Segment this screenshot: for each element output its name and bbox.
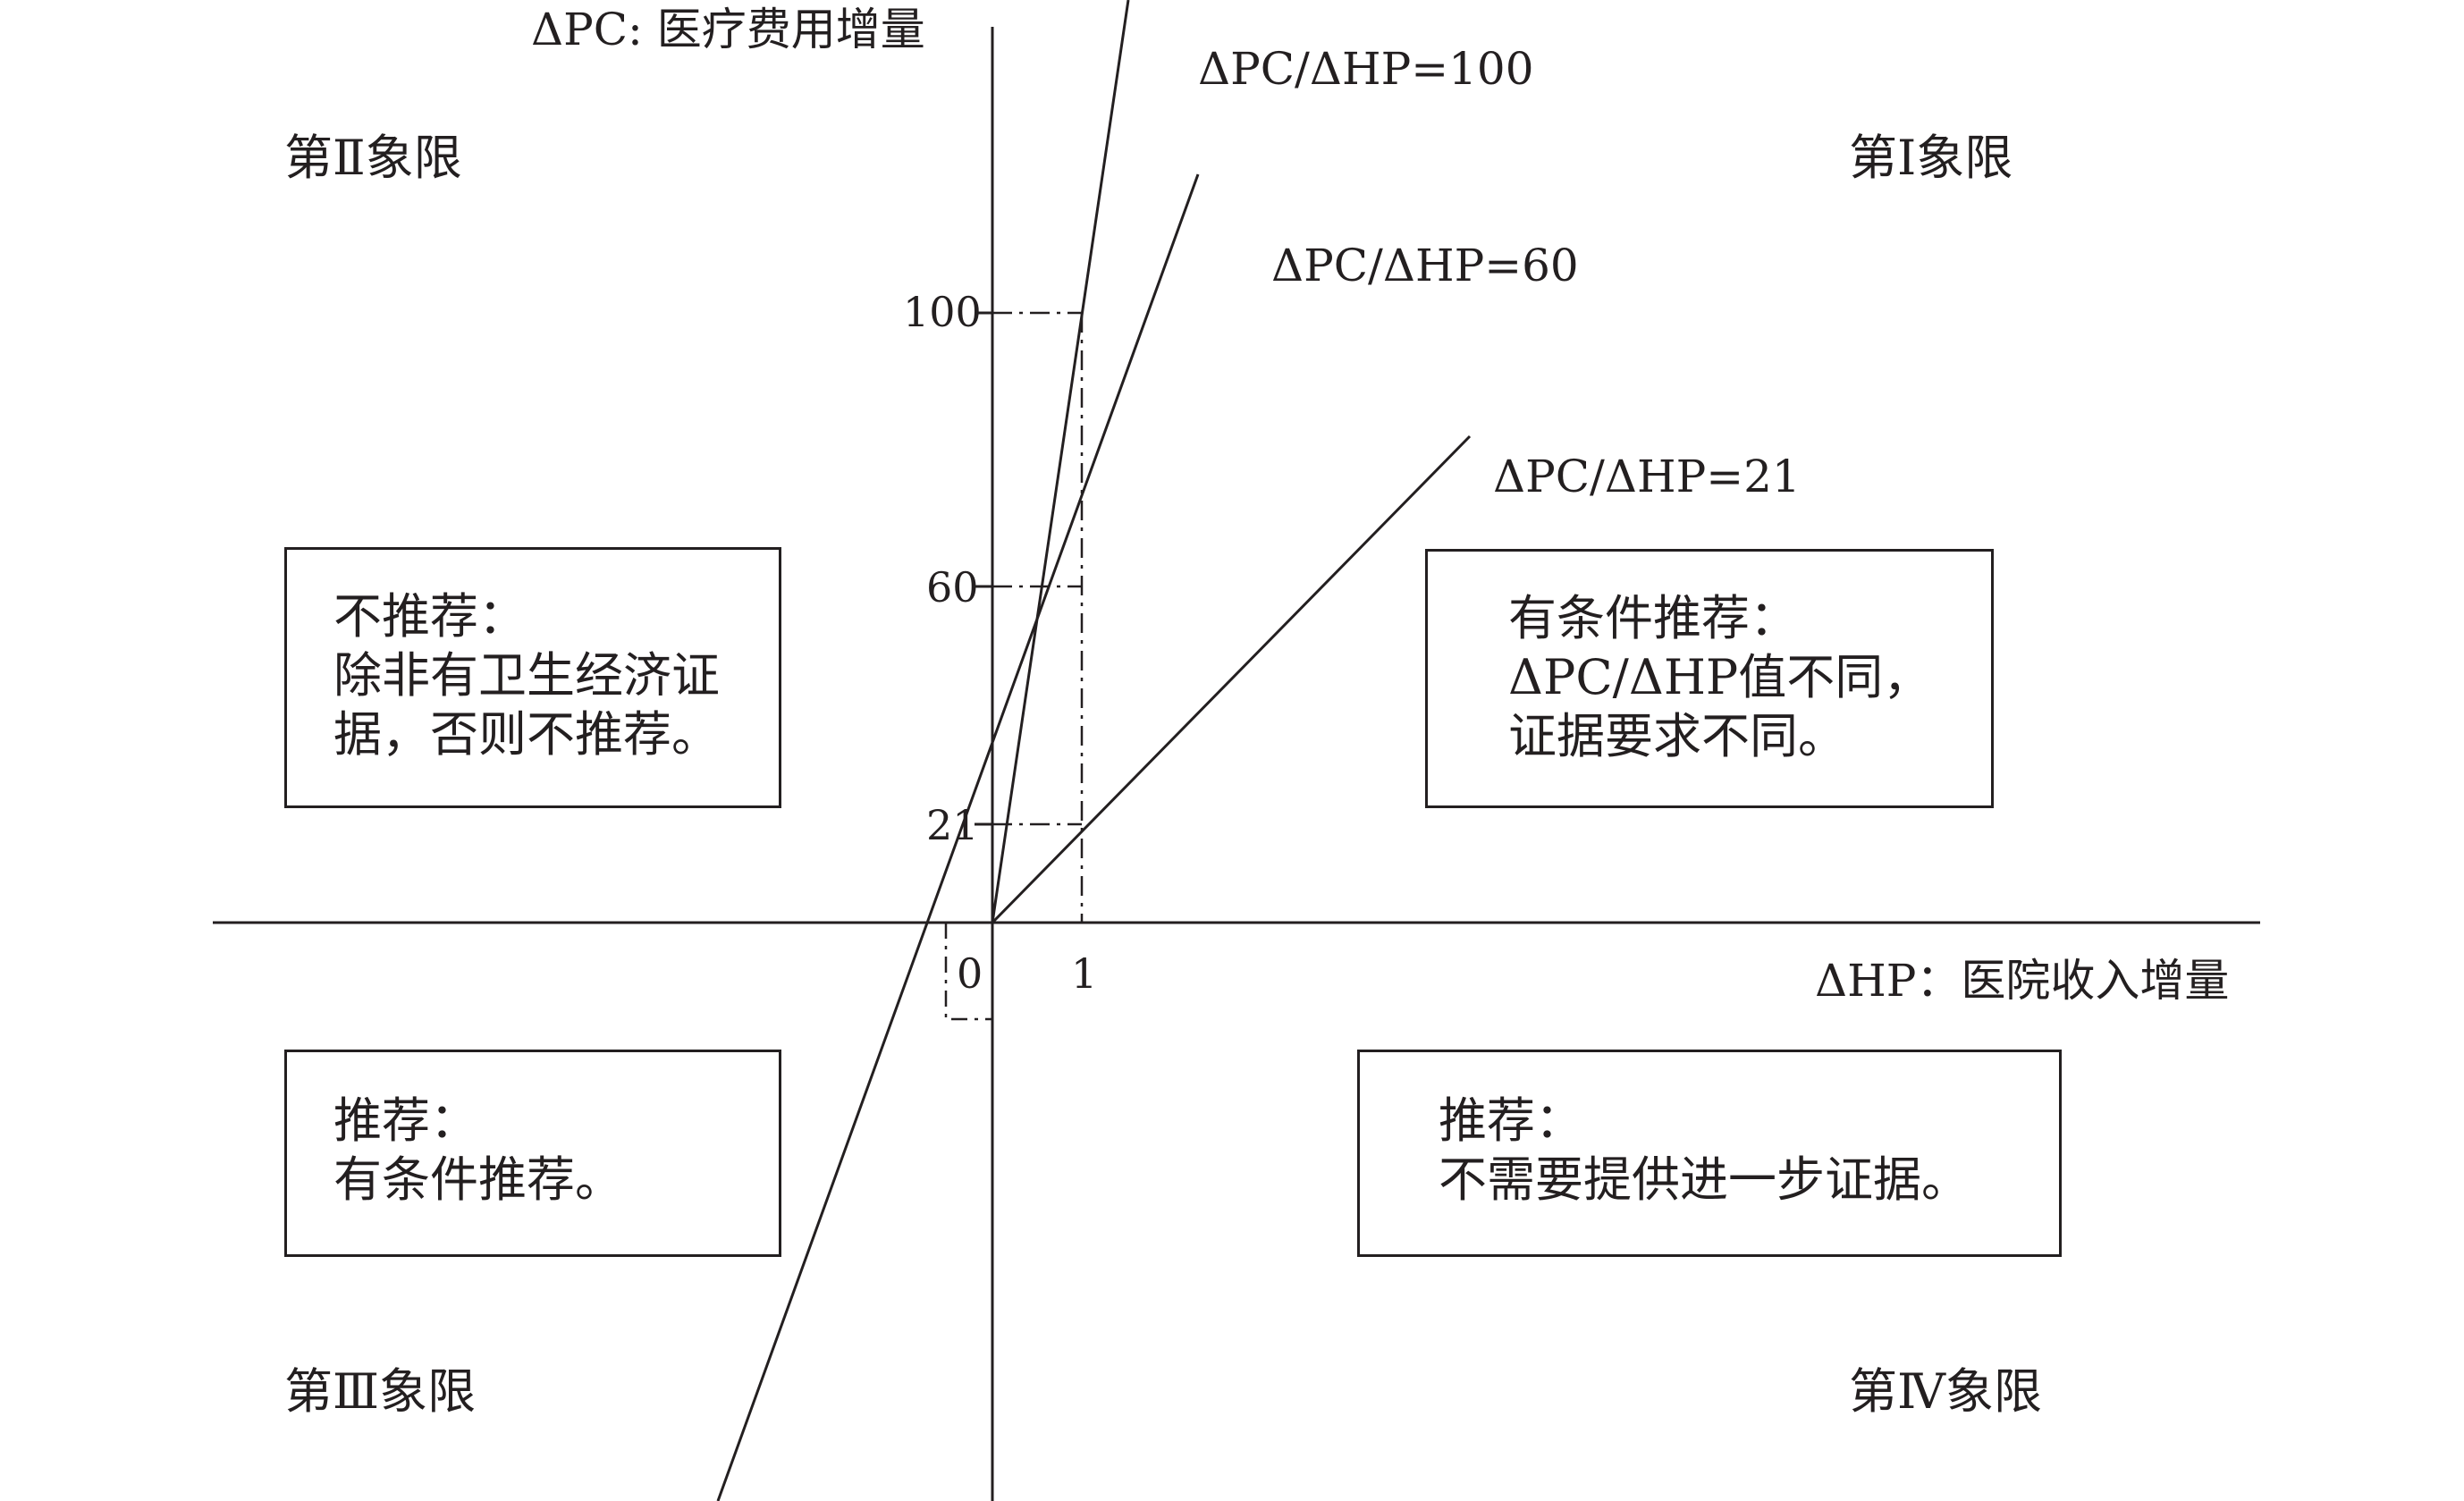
box-q4-line-1: 推荐： [1439, 1092, 1583, 1149]
recommendation-box-q3: 推荐： 有条件推荐。 [284, 1050, 781, 1257]
recommendation-box-q1: 有条件推荐： ΔPC/ΔHP值不同， 证据要求不同。 [1425, 549, 1994, 808]
y-tick-label-21: 21 [926, 801, 979, 849]
box-q2-line-1: 不推荐： [333, 588, 527, 645]
quadrant-4-label: 第Ⅳ象限 [1849, 1363, 2042, 1420]
box-q3-line-1: 推荐： [333, 1092, 478, 1149]
box-q2-line-3: 据，否则不推荐。 [333, 706, 720, 763]
origin-label: 0 [957, 949, 983, 998]
ratio-line-60 [716, 173, 1200, 1501]
x-axis-label: ΔHP：医院收入增量 [1815, 955, 2230, 1007]
recommendation-box-q2: 不推荐： 除非有卫生经济证 据，否则不推荐。 [284, 547, 781, 808]
origin-dashed-corner [944, 923, 992, 1021]
ratio-label-100: ΔPC/ΔHP=100 [1198, 43, 1534, 95]
ratio-label-21: ΔPC/ΔHP=21 [1493, 451, 1801, 502]
ratio-line-21 [991, 434, 1472, 924]
box-q1-line-3: 证据要求不同。 [1508, 708, 1846, 764]
quadrant-3-label: 第Ⅲ象限 [284, 1363, 477, 1420]
y-axis-label: ΔPC: 医疗费用增量 [531, 4, 925, 55]
box-q1-line-1: 有条件推荐： [1508, 590, 1798, 646]
box-q2-line-2: 除非有卫生经济证 [333, 647, 720, 704]
y-tick-label-100: 100 [903, 288, 982, 336]
quadrant-1-label: 第Ⅰ象限 [1849, 130, 2013, 186]
box-q3-line-2: 有条件推荐。 [333, 1151, 623, 1208]
ratio-line-100 [991, 0, 1130, 923]
x-tick-label-1: 1 [1071, 949, 1098, 998]
box-q1-line-2: ΔPC/ΔHP值不同， [1508, 649, 1932, 705]
recommendation-box-q4: 推荐： 不需要提供进一步证据。 [1357, 1050, 2062, 1257]
y-tick-label-60: 60 [926, 563, 979, 611]
ratio-label-60: ΔPC/ΔHP=60 [1271, 240, 1579, 291]
box-q4-line-2: 不需要提供进一步证据。 [1439, 1151, 1970, 1208]
quadrant-2-label: 第Ⅱ象限 [284, 130, 462, 186]
